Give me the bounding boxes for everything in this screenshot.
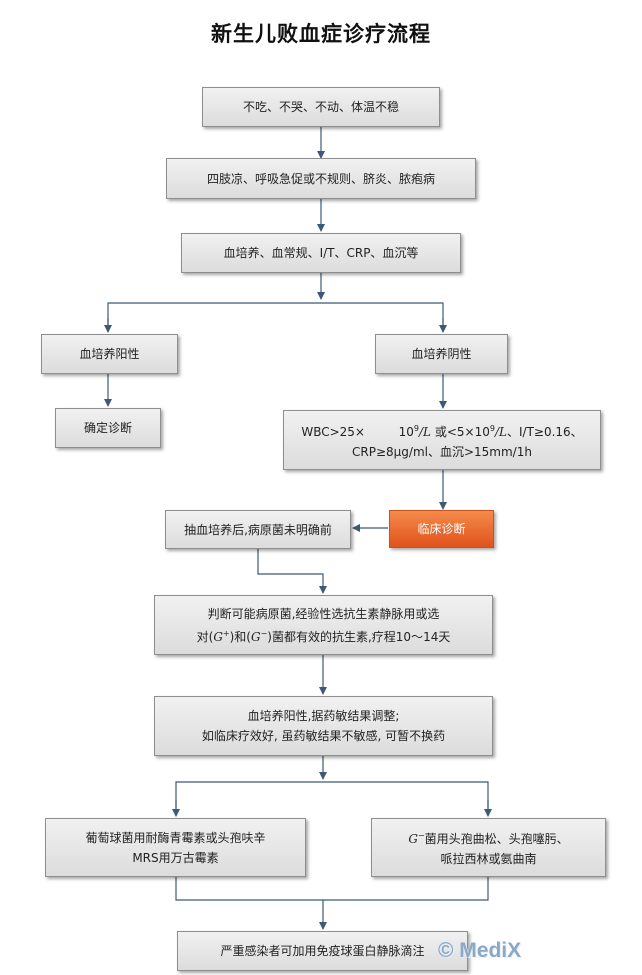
split-line-positive-negative (107, 302, 444, 332)
criteria-mid: 或<5×10 (434, 424, 490, 439)
split-line-staph-gneg (175, 781, 489, 816)
node-severe-infection-label: 严重感染者可加用免疫球蛋白静脉滴注 (220, 944, 425, 958)
node-signs: 四肢凉、呼吸急促或不规则、脐炎、脓疱病 (166, 158, 476, 199)
node-clinical-diagnosis: 临床诊断 (389, 510, 494, 548)
node-severe-infection: 严重感染者可加用免疫球蛋白静脉滴注 (177, 931, 468, 971)
node-gram-negative-treatment: G−菌用头孢曲松、头孢噻肟、 哌拉西林或氨曲南 (371, 818, 606, 877)
node-before-pathogen: 抽血培养后,病原菌未明确前 (165, 510, 351, 549)
node-confirm-diagnosis: 确定诊断 (55, 408, 161, 448)
node-staph-treatment: 葡萄球菌用耐酶青霉素或头孢呋辛 MRS用万古霉素 (45, 818, 306, 877)
criteria-line-2: CRP≥8μg/ml、血沉>15mm/1h (352, 444, 532, 459)
page-title: 新生儿败血症诊疗流程 (211, 22, 431, 46)
gneg-line-1: G−菌用头孢曲松、头孢噻肟、 (408, 831, 569, 846)
adjust-line-1: 血培养阳性,据药敏结果调整; (247, 709, 400, 723)
node-clinical-diagnosis-label: 临床诊断 (417, 522, 466, 536)
gneg-line-2: 哌拉西林或氨曲南 (440, 852, 537, 866)
adjust-line-2: 如临床疗效好, 虽药敏结果不敏感, 可暂不换药 (201, 729, 446, 743)
node-criteria: WBC>25× 109/L 或<5×109/L、I/T≥0.16、 CRP≥8μ… (283, 410, 601, 470)
criteria-power: 9 (413, 423, 420, 433)
watermark-logo: © MediX (438, 939, 522, 962)
node-confirm-diagnosis-label: 确定诊断 (83, 421, 132, 435)
criteria-mid-unit: /L (494, 424, 507, 439)
gneg-symbol: G (408, 832, 418, 846)
node-tests-label: 血培养、血常规、I/T、CRP、血沉等 (223, 246, 419, 260)
node-culture-positive-label: 血培养阳性 (79, 347, 140, 361)
node-culture-positive: 血培养阳性 (41, 334, 178, 374)
node-culture-negative: 血培养阴性 (375, 334, 508, 374)
node-symptoms: 不吃、不哭、不动、体温不稳 (202, 87, 440, 127)
staph-line-2: MRS用万古霉素 (132, 850, 219, 865)
criteria-wbc: WBC>25× (301, 424, 365, 439)
node-before-pathogen-label: 抽血培养后,病原菌未明确前 (184, 522, 332, 537)
gram-negative-symbol: G (251, 629, 261, 644)
merge-line-to-severe (175, 877, 489, 901)
node-tests: 血培养、血常规、I/T、CRP、血沉等 (181, 233, 461, 273)
criteria-unit: /L (419, 424, 432, 439)
empirical-line-1: 判断可能病原菌,经验性选抗生素静脉用或选 (207, 606, 440, 621)
criteria-it: 、I/T≥0.16、 (506, 424, 583, 439)
staph-line-1: 葡萄球菌用耐酶青霉素或头孢呋辛 (85, 830, 266, 845)
criteria-line-1: WBC>25× 109/L 或<5×109/L、I/T≥0.16、 (301, 423, 583, 439)
node-culture-negative-label: 血培养阴性 (411, 347, 472, 361)
node-adjust-by-sensitivity: 血培养阳性,据药敏结果调整; 如临床疗效好, 虽药敏结果不敏感, 可暂不换药 (154, 696, 493, 756)
empirical-line-2: 对(G+)和(G−)菌都有效的抗生素,疗程10～14天 (196, 628, 451, 644)
node-symptoms-label: 不吃、不哭、不动、体温不稳 (242, 100, 399, 114)
node-empirical-treatment: 判断可能病原菌,经验性选抗生素静脉用或选 对(G+)和(G−)菌都有效的抗生素,… (154, 595, 493, 655)
arrow-before-empirical (257, 549, 327, 594)
gram-positive-symbol: G (213, 629, 223, 644)
node-signs-label: 四肢凉、呼吸急促或不规则、脐炎、脓疱病 (206, 171, 435, 186)
